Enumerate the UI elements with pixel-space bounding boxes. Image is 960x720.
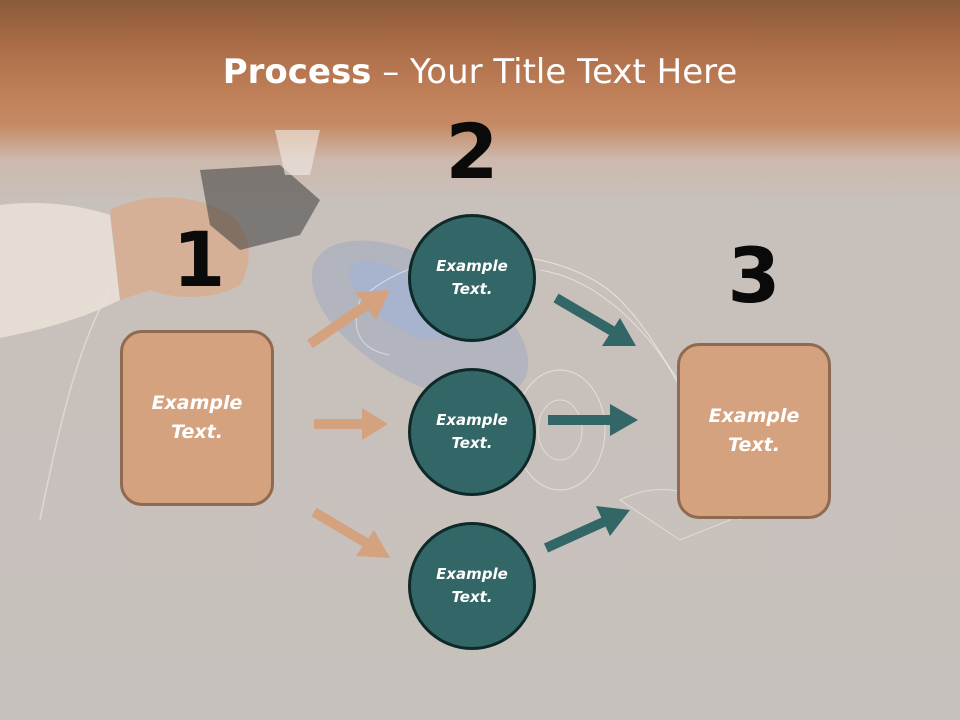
circle-step-middle: Example Text. [408, 368, 536, 496]
arrow-top-to-right [553, 293, 636, 346]
arrow-middle-to-right [548, 404, 638, 436]
sleeve-shape [0, 203, 120, 338]
left-box-line1: Example [151, 392, 243, 414]
circle-bottom-line2: Text. [451, 588, 493, 606]
arrow-left-to-bottom [311, 507, 390, 558]
hose-line [39, 289, 111, 521]
circle-top-line2: Text. [451, 280, 493, 298]
circle-middle-line2: Text. [451, 434, 493, 452]
circle-bottom-line1: Example [436, 565, 508, 583]
car-sketch-line [539, 269, 691, 401]
circle-middle-line1: Example [436, 411, 508, 429]
spray-cup-shape [275, 130, 320, 175]
slide-title: Process – Your Title Text Here [0, 52, 960, 92]
circle-top-line1: Example [436, 257, 508, 275]
spray-mist [311, 240, 529, 400]
step-number-1: 1 [172, 215, 226, 304]
right-box-line1: Example [708, 405, 800, 427]
spray-gun-shape [200, 165, 320, 250]
car-wheel-sketch [537, 399, 583, 461]
left-step-box: Example Text. [120, 330, 274, 506]
arrow-bottom-to-right [543, 506, 630, 553]
right-step-box: Example Text. [677, 343, 831, 519]
step-number-3: 3 [727, 231, 781, 320]
arrow-left-to-top [307, 290, 390, 349]
circle-step-bottom: Example Text. [408, 522, 536, 650]
arrow-left-to-middle [314, 408, 388, 440]
step-number-2: 2 [445, 107, 499, 196]
left-box-line2: Text. [171, 421, 223, 443]
circle-step-top: Example Text. [408, 214, 536, 342]
title-bold: Process [222, 52, 372, 92]
right-box-line2: Text. [728, 434, 780, 456]
title-rest: – Your Title Text Here [371, 52, 738, 92]
